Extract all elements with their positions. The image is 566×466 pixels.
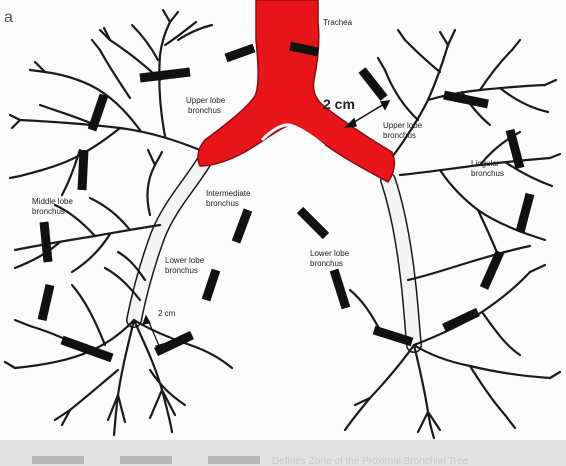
label-upper-lobe-right-2: bronchus bbox=[383, 131, 416, 140]
label-lingular: Lingular bbox=[471, 159, 500, 168]
label-intermediate-2: bronchus bbox=[206, 199, 239, 208]
label-trachea: Trachea bbox=[323, 18, 353, 27]
label-lower-lobe-left: Lower lobe bbox=[165, 256, 205, 265]
caption-text: Defines Zone of the Proximal Bronchial T… bbox=[272, 456, 469, 466]
caption-swatch-2 bbox=[120, 456, 172, 464]
label-intermediate: Intermediate bbox=[206, 189, 251, 198]
label-2cm-top: 2 cm bbox=[323, 96, 355, 112]
label-middle-lobe-2: bronchus bbox=[32, 207, 65, 216]
caption-swatch-3 bbox=[208, 456, 260, 464]
label-upper-lobe-right: Upper lobe bbox=[383, 121, 423, 130]
label-middle-lobe: Middle lobe bbox=[32, 197, 73, 206]
label-2cm-bottom: 2 cm bbox=[158, 309, 176, 318]
label-upper-lobe-left-2: bronchus bbox=[188, 106, 221, 115]
label-lower-lobe-right-2: bronchus bbox=[310, 259, 343, 268]
label-lower-lobe-right: Lower lobe bbox=[310, 249, 350, 258]
panel-letter: a bbox=[4, 9, 13, 26]
label-lingular-2: bronchus bbox=[471, 169, 504, 178]
label-upper-lobe-left: Upper lobe bbox=[186, 96, 226, 105]
label-lower-lobe-left-2: bronchus bbox=[165, 266, 198, 275]
caption-swatch-1 bbox=[32, 456, 84, 464]
